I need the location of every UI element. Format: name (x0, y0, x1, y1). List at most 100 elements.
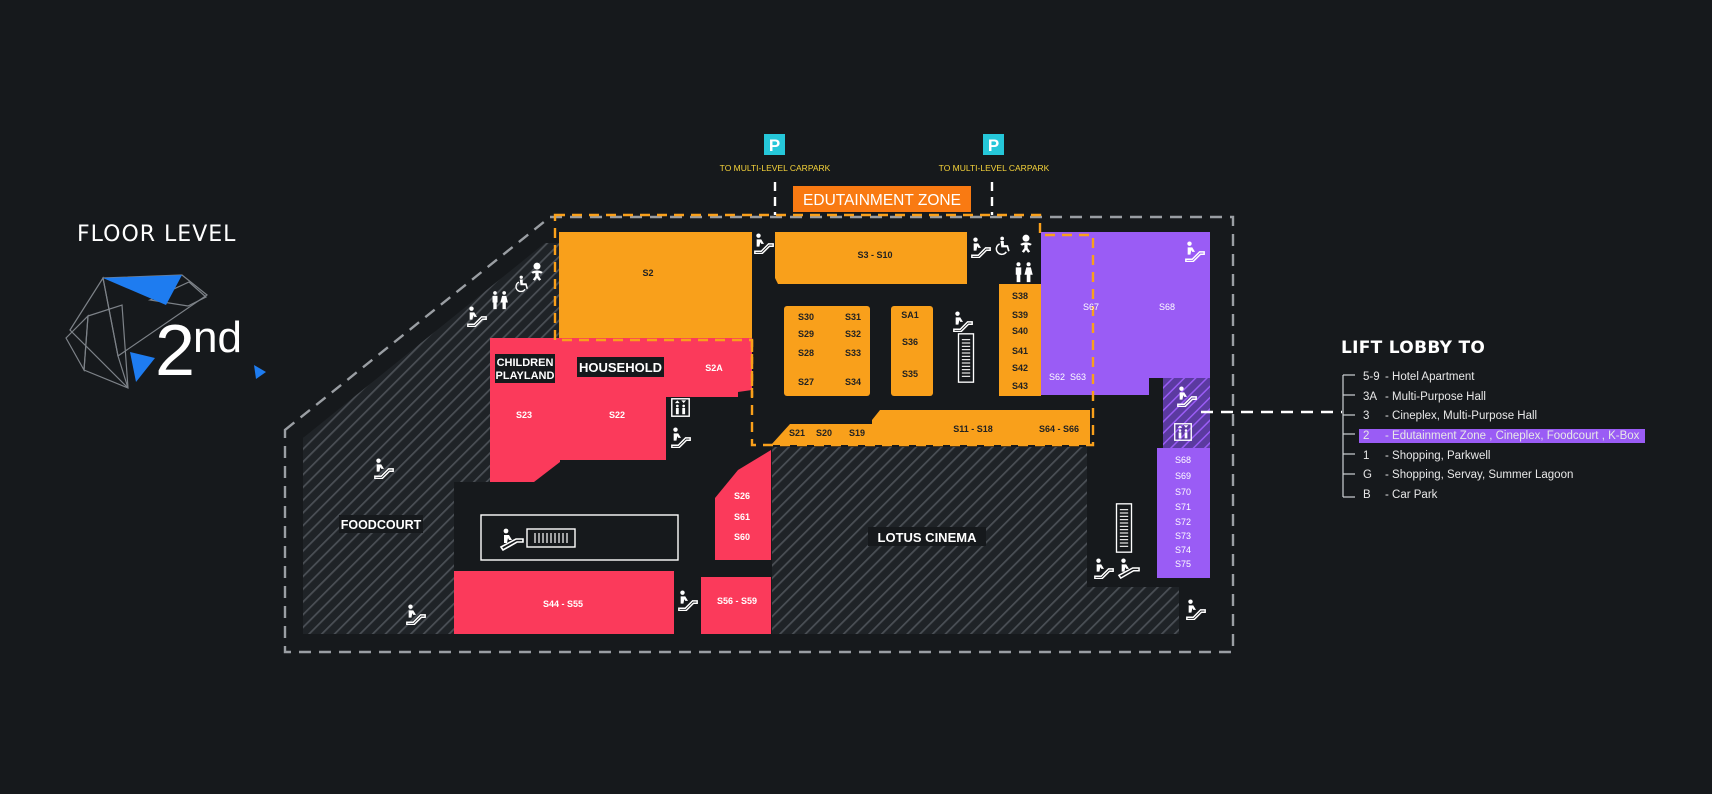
parking-right[interactable]: P TO MULTI-LEVEL CARPARK (939, 134, 1050, 173)
label-s21: S21 (789, 428, 805, 438)
label-s22: S22 (609, 410, 625, 420)
unit-s26-s60[interactable] (715, 450, 771, 560)
label-s67: S67 (1083, 302, 1099, 312)
lobby-level-desc: - Multi-Purpose Hall (1385, 390, 1486, 403)
unit-s38-s43[interactable] (999, 284, 1041, 396)
lift-icon (671, 398, 690, 417)
unit-s27-s34[interactable] (784, 306, 870, 396)
lobby-level[interactable]: 1- Shopping, Parkwell (1341, 446, 1671, 466)
label-s60: S60 (734, 532, 750, 542)
lift-lobby-panel: LIFT LOBBY TO 5-9- Hotel Apartment 3A - Mu… (1341, 338, 1671, 505)
lobby-level[interactable]: 3- Cineplex, Multi-Purpose Hall (1341, 406, 1671, 426)
edutainment-zone-badge (793, 186, 971, 212)
lobby-level[interactable]: G - Shopping, Servay, Summer Lagoon (1341, 465, 1671, 485)
cinema-label: LOTUS CINEMA (878, 530, 978, 545)
lobby-level-desc: - Hotel Apartment (1385, 370, 1475, 383)
label-s19: S19 (849, 428, 865, 438)
label-sa1: SA1 (901, 310, 919, 320)
label-s33: S33 (845, 348, 861, 358)
unit-s44-s55[interactable] (454, 571, 674, 634)
label-s41: S41 (1012, 346, 1028, 356)
lift-lobby-title: LIFT LOBBY TO (1341, 338, 1486, 358)
escalator-icon (754, 232, 774, 254)
household-label: HOUSEHOLD (579, 360, 662, 375)
escalator-icon (1094, 557, 1114, 579)
lobby-level-number: B (1363, 488, 1371, 501)
lobby-level[interactable]: B - Car Park (1341, 485, 1671, 505)
escalator-icon (678, 589, 698, 611)
label-s29: S29 (798, 329, 814, 339)
foodcourt-label: FOODCOURT (341, 518, 422, 532)
unit-s67-s68[interactable] (1041, 232, 1210, 378)
carpark-links (773, 182, 994, 215)
travelator-icon (500, 527, 524, 551)
label-s28: S28 (798, 348, 814, 358)
children-playland-badge (495, 354, 555, 383)
floor-level-title: FLOOR LEVEL (77, 222, 237, 247)
label-east-unit: S75 (1175, 559, 1191, 569)
label-s20: S20 (816, 428, 832, 438)
label-s2: S2 (642, 268, 653, 278)
svg-text:P: P (988, 136, 999, 155)
unit-labels-light: S2A S23 S22 S26 S61 S60 S44 - S55 S56 - … (516, 363, 757, 609)
lobby-level-current[interactable]: 2 - Edutainment Zone , Cineplex, Foodcour… (1341, 426, 1671, 446)
label-s68-top: S68 (1159, 302, 1175, 312)
label-s23: S23 (516, 410, 532, 420)
lobby-level-desc: - Car Park (1385, 488, 1438, 501)
label-s42: S42 (1012, 363, 1028, 373)
label-s43: S43 (1012, 381, 1028, 391)
travelator-belt-icon (526, 528, 576, 548)
lobby-level-number: 3A (1363, 390, 1378, 403)
lobby-level-desc: - Edutainment Zone , Cineplex, Foodcourt… (1385, 429, 1640, 442)
label-s31: S31 (845, 312, 861, 322)
lobby-level[interactable]: 5-9- Hotel Apartment (1341, 367, 1671, 387)
travelator-icon (957, 333, 975, 383)
label-s32: S32 (845, 329, 861, 339)
unit-s19-s21[interactable] (771, 424, 879, 445)
lobby-level-desc: - Cineplex, Multi-Purpose Hall (1385, 410, 1538, 423)
unit-s2[interactable] (559, 232, 752, 340)
unit-s22[interactable] (560, 338, 752, 460)
lobby-level-number: 2 (1363, 429, 1370, 442)
floor-level-logo (65, 274, 266, 389)
label-s56-s59: S56 - S59 (717, 596, 757, 606)
label-east-unit: S70 (1175, 487, 1191, 497)
lobby-level-desc: - Shopping, Servay, Summer Lagoon (1385, 469, 1574, 482)
label-s3-s10: S3 - S10 (857, 250, 892, 260)
travelator-icon (1118, 557, 1140, 579)
label-s34: S34 (845, 377, 861, 387)
label-s39: S39 (1012, 310, 1028, 320)
unit-labels: S2 S3 - S10 S30 S31 S29 S32 S28 S33 S27 … (642, 250, 1079, 438)
lobby-level-number: G (1363, 469, 1372, 482)
label-s63: S63 (1070, 372, 1086, 382)
edutainment-zone-label: EDUTAINMENT ZONE (803, 192, 961, 209)
building-outline (283, 215, 1235, 654)
lift-lobby-list: 5-9- Hotel Apartment 3A - Multi-Purpose Ha… (1341, 367, 1671, 505)
parking-caption: TO MULTI-LEVEL CARPARK (720, 163, 831, 173)
label-east-unit: S68 (1175, 455, 1191, 465)
children-label-line2: PLAYLAND (496, 370, 555, 382)
label-east-unit: S74 (1175, 545, 1191, 555)
unit-sa1-s36[interactable] (891, 306, 933, 396)
label-s62: S62 (1049, 372, 1065, 382)
unit-s62-s63[interactable] (1041, 368, 1149, 395)
unit-s3-s10[interactable] (775, 232, 967, 284)
unit-s11-s66[interactable] (872, 410, 1090, 445)
label-s64-s66: S64 - S66 (1039, 424, 1079, 434)
label-s44-s55: S44 - S55 (543, 599, 583, 609)
parking-icon (764, 134, 785, 155)
svg-text:P: P (769, 136, 780, 155)
label-east-unit: S69 (1175, 471, 1191, 481)
label-s38: S38 (1012, 291, 1028, 301)
lobby-level[interactable]: 3A - Multi-Purpose Hall (1341, 387, 1671, 407)
label-s2a: S2A (705, 363, 723, 373)
unit-labels-purple: S67 S68 S62 S63 (1049, 302, 1175, 382)
parking-left[interactable]: P TO MULTI-LEVEL CARPARK (720, 134, 831, 173)
amenity-icons (374, 232, 1206, 625)
household-badge (577, 357, 664, 377)
unit-s56-s59[interactable] (701, 577, 771, 634)
escalator-icon (1186, 598, 1206, 620)
unit-s68-s75[interactable] (1157, 448, 1210, 578)
label-s27: S27 (798, 377, 814, 387)
lobby-tree-lines (1342, 374, 1355, 498)
